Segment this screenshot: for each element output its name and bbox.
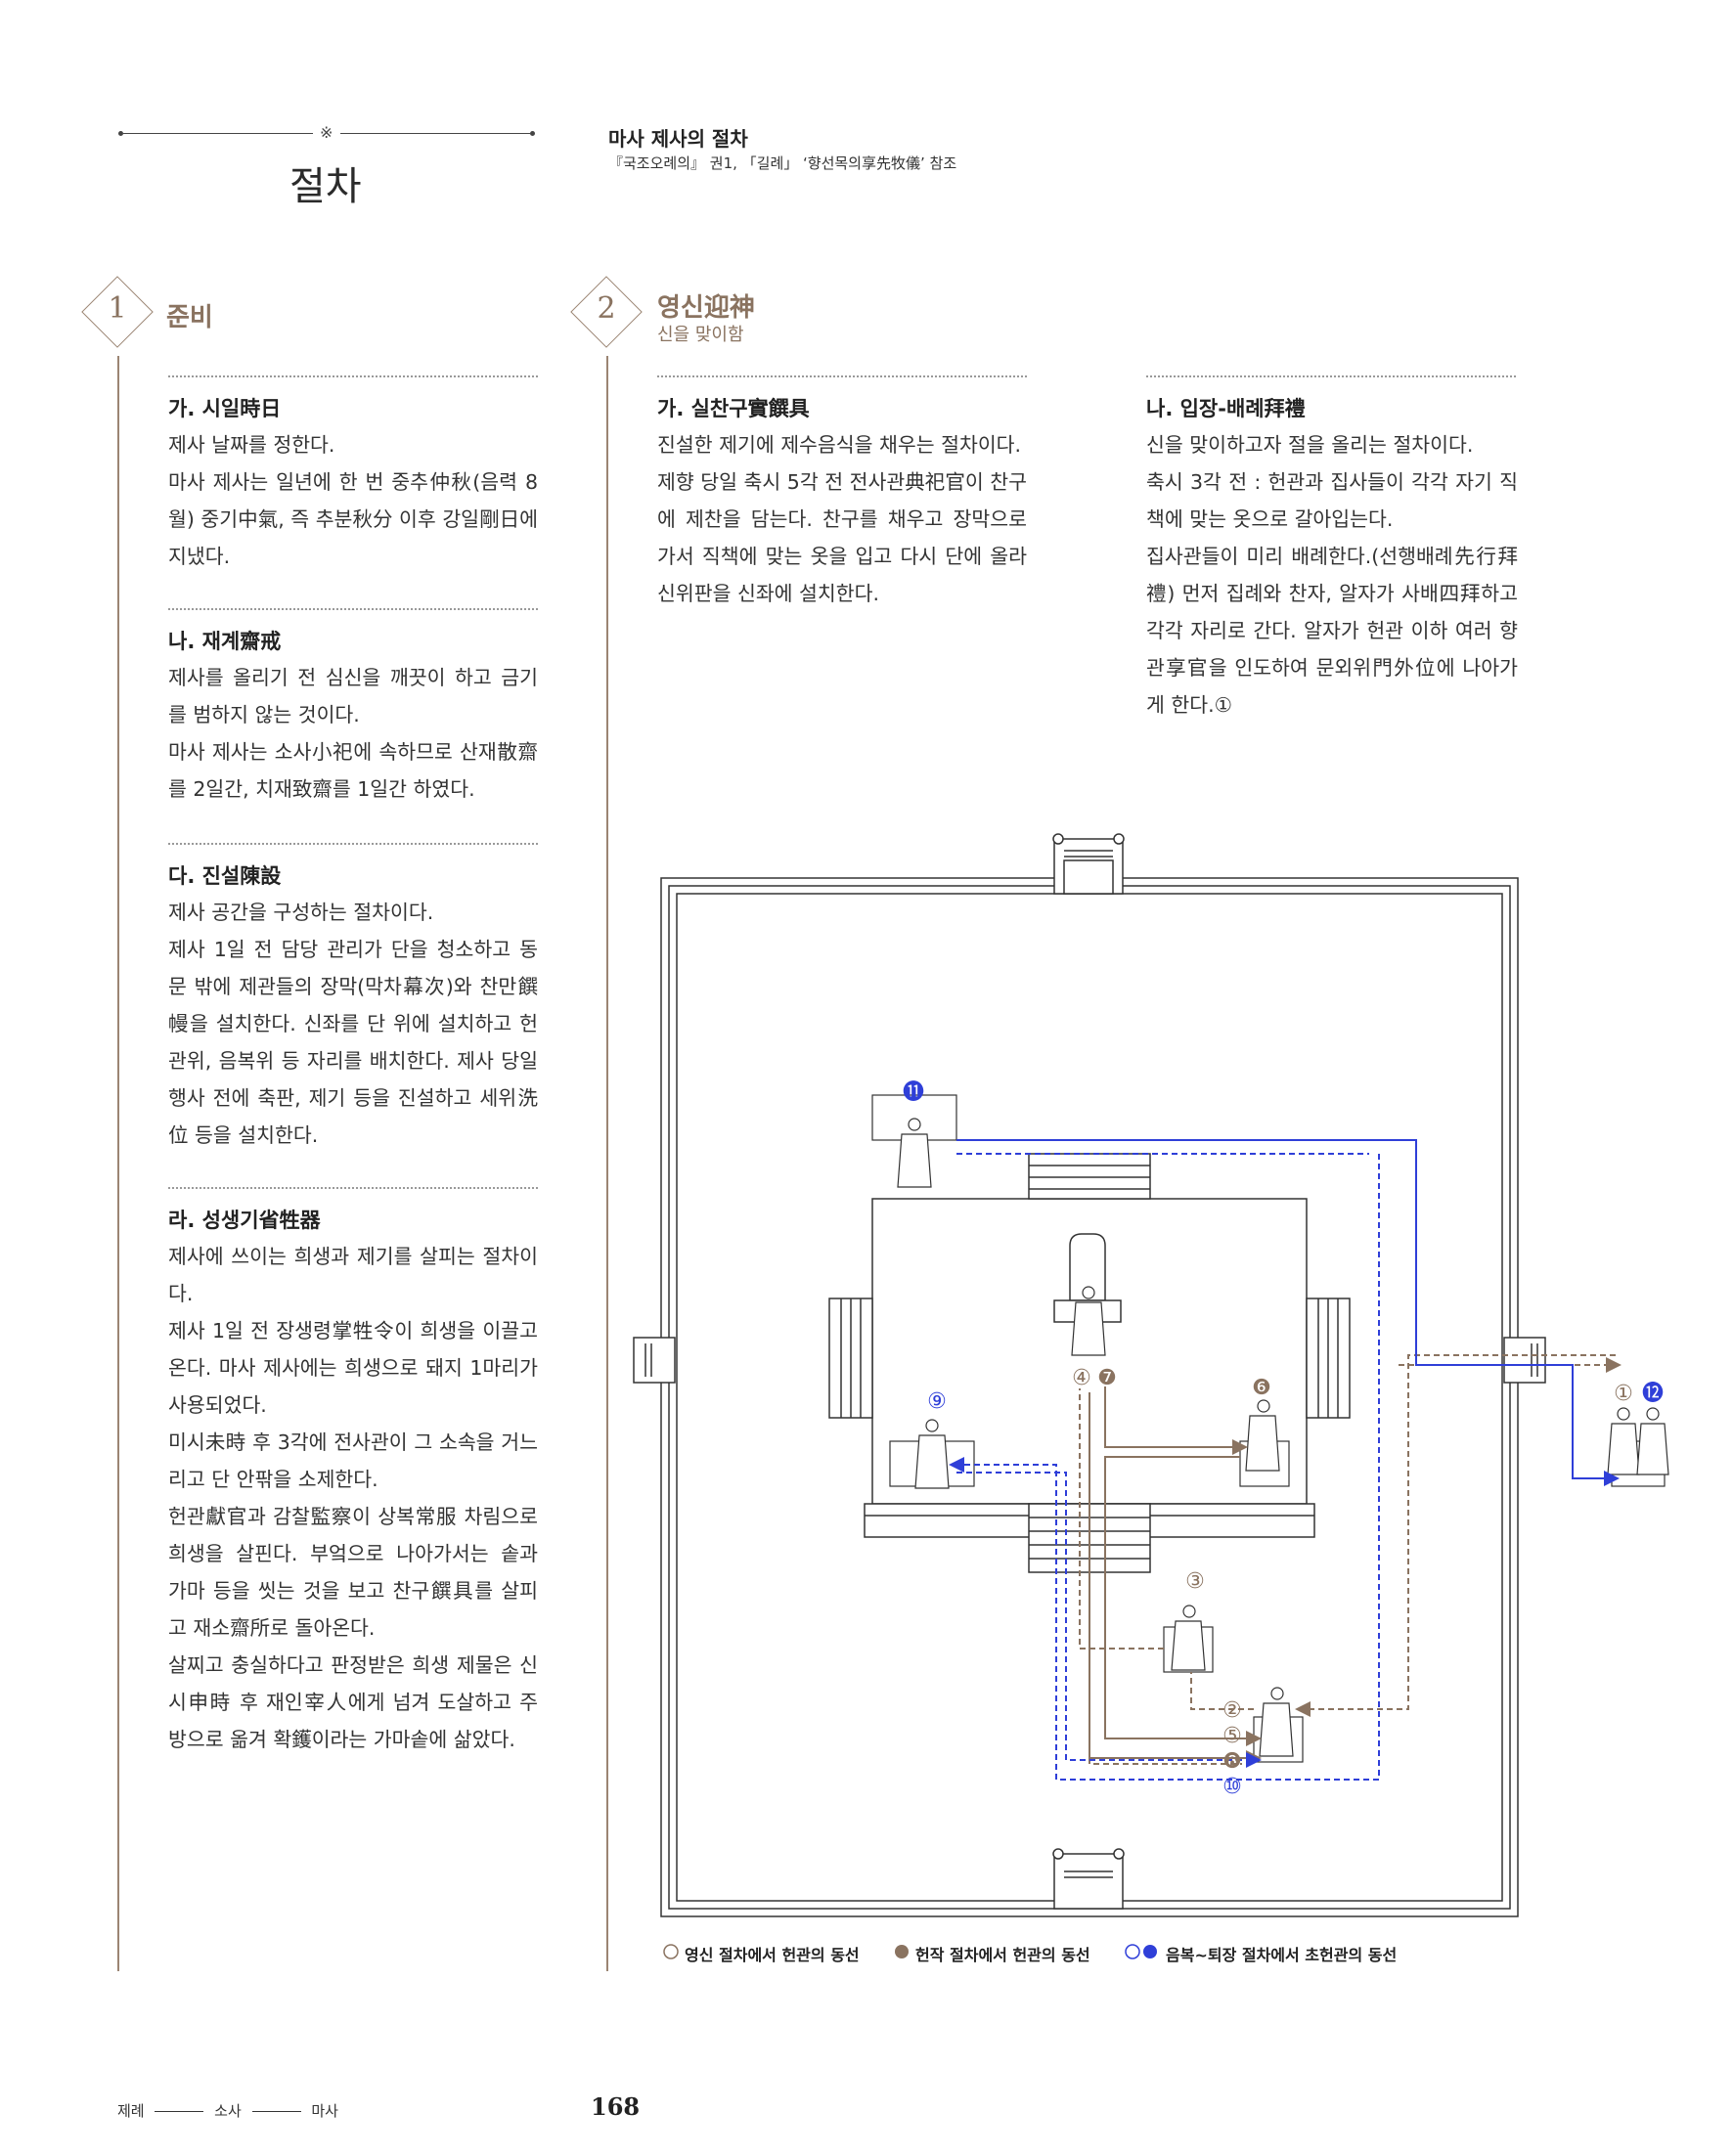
marker-3: ③ (1185, 1569, 1205, 1594)
item-heading: 다. 진설陳設 (168, 864, 282, 888)
legend-item: 음복~퇴장 절차에서 초헌관의 동선 (1166, 1946, 1398, 1964)
north-gate (1052, 833, 1125, 895)
officiant-figure-icon (1607, 1407, 1669, 1487)
item-heading: 가. 시일時日 (168, 397, 282, 420)
item-heading: 가. 실찬구實饌具 (657, 397, 810, 420)
divider (168, 608, 538, 610)
east-gate (1503, 1337, 1546, 1384)
section1-rule (117, 356, 119, 1971)
south-gate (1052, 1848, 1125, 1910)
section1-title: 준비 (166, 303, 213, 332)
breadcrumb-item: 제례 (117, 2102, 145, 2120)
divider (168, 1187, 538, 1189)
officiant-figure-icon (1239, 1399, 1290, 1487)
marker-1: ① (1614, 1382, 1633, 1406)
marker-11: ⓫ (903, 1080, 924, 1105)
item-heading: 라. 성생기省牲器 (168, 1209, 321, 1232)
legend-hollow-blue-icon (1125, 1944, 1140, 1959)
legend-hollow-brown-icon (663, 1944, 679, 1959)
marker-6: ❻ (1252, 1376, 1271, 1400)
item-heading: 나. 재계齋戒 (168, 630, 282, 653)
item-text: 제사에 쓰이는 희생과 제기를 살피는 절차이다. 제사 1일 전 장생령掌牲令… (168, 1245, 538, 1751)
legend-filled-brown-icon (895, 1945, 909, 1958)
marker-10: ⑩ (1222, 1775, 1242, 1799)
diagram-title: 마사 제사의 절차 (608, 127, 748, 151)
divider (168, 843, 538, 845)
item-text: 진설한 제기에 제수음식을 채우는 절차이다. 제향 당일 축시 5각 전 전사… (657, 433, 1027, 605)
divider (1146, 375, 1516, 377)
breadcrumb-item: 소사 (214, 2102, 242, 2120)
marker-8: ❽ (1222, 1749, 1242, 1774)
legend-item: 헌작 절차에서 헌관의 동선 (915, 1946, 1090, 1964)
divider (657, 375, 1027, 377)
diagram-source: 『국조오례의』 권1, 「길례」 ‘향선목의享先牧儀’ 참조 (608, 154, 957, 172)
officiant-figure-icon (1253, 1687, 1304, 1763)
ornament-star-icon: ※ (320, 123, 333, 142)
section2-title: 영신迎神 (657, 293, 755, 323)
breadcrumb-separator (251, 2111, 301, 2112)
marker-12: ⓬ (1642, 1382, 1664, 1406)
item-text: 신을 맞이하고자 절을 올리는 절차이다. 축시 3각 전 : 헌관과 집사들이… (1146, 433, 1518, 717)
item-text: 제사 공간을 구성하는 절차이다. 제사 1일 전 담당 관리가 단을 청소하고… (168, 901, 538, 1147)
officiant-figure-icon (871, 1094, 957, 1188)
breadcrumb-item: 마사 (311, 2102, 338, 2120)
marker-2: ② (1222, 1698, 1242, 1723)
marker-4: ④ (1072, 1366, 1091, 1390)
item-text: 제사 날짜를 정한다. 마사 제사는 일년에 한 번 중추仲秋(음력 8월) 중… (168, 433, 538, 568)
marker-5: ⑤ (1222, 1724, 1242, 1748)
item-heading: 나. 입장-배례拜禮 (1146, 397, 1306, 420)
divider (168, 375, 538, 377)
item-text: 제사를 올리기 전 심신을 깨끗이 하고 금기를 범하지 않는 것이다. 마사 … (168, 666, 538, 801)
officiant-figure-icon (1071, 1286, 1106, 1356)
section1-number: 1 (108, 291, 127, 326)
breadcrumb-separator (155, 2111, 204, 2112)
officiant-figure-icon (1163, 1605, 1214, 1673)
footer-breadcrumb: 제례 소사 마사 (117, 2100, 338, 2121)
legend-item: 영신 절차에서 헌관의 동선 (685, 1946, 860, 1964)
west-gate (633, 1337, 676, 1384)
section2-subtitle: 신을 맞이함 (657, 325, 744, 345)
section2-rule (606, 356, 608, 1971)
page-number: 168 (591, 2092, 641, 2121)
marker-9: ⑨ (927, 1389, 947, 1414)
marker-7: ❼ (1097, 1366, 1117, 1390)
markers: ① ② ③ ④ ⑤ ❻ ❼ ❽ ⑨ ⑩ ⓫ ⓬ (903, 1080, 1664, 1799)
section2-number: 2 (597, 291, 616, 326)
page-title: 절차 (289, 164, 362, 209)
legend-filled-blue-icon (1143, 1945, 1157, 1958)
